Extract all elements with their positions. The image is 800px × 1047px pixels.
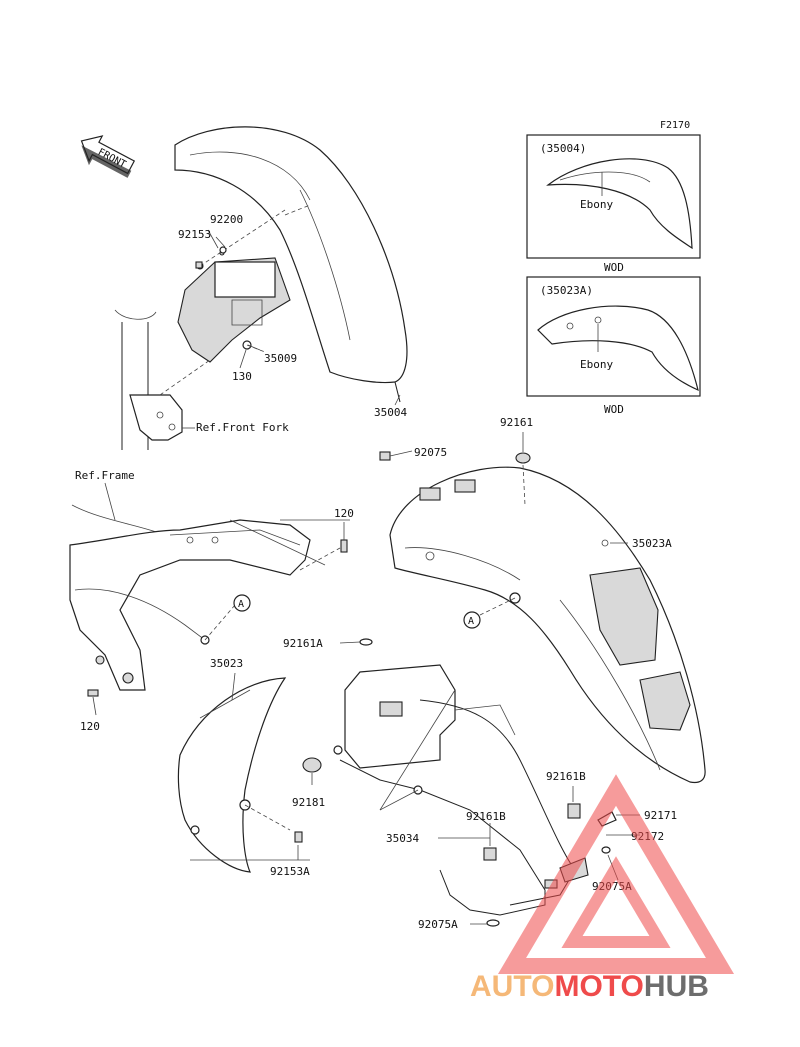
pad-92161B-left — [483, 847, 497, 861]
callout-92200: 92200 — [210, 213, 243, 226]
callout-92161: 92161 — [500, 416, 533, 429]
reference-a-left: A — [233, 594, 251, 612]
variant-footer: WOD — [604, 403, 624, 416]
variant-part-number: (35004) — [540, 142, 586, 155]
callout-92161B-left: 92161B — [466, 810, 506, 823]
callout-92153A: 92153A — [270, 865, 310, 878]
rear-fender-inner — [177, 677, 310, 873]
variant-color-label: Ebony — [580, 198, 613, 211]
front-fender-variant-shape — [546, 158, 693, 250]
callout-ref-front-fork: Ref.Front Fork — [196, 421, 289, 434]
callout-92171: 92171 — [644, 809, 677, 822]
callout-120-top: 120 — [334, 507, 354, 520]
warning-triangle-icon — [497, 774, 735, 974]
callout-92075A-bottom: 92075A — [418, 918, 458, 931]
reference-a-right: A — [463, 611, 481, 629]
front-fork-reference — [114, 309, 211, 450]
bolt-92153 — [195, 261, 203, 269]
cap-92161 — [515, 452, 531, 464]
callout-ref-frame: Ref.Frame — [75, 469, 135, 482]
callout-92153: 92153 — [178, 228, 211, 241]
bolt-120-bottom — [87, 689, 99, 697]
rear-fender-stay — [333, 664, 589, 916]
front-fender — [174, 126, 408, 403]
svg-text:A: A — [238, 599, 244, 610]
variant-color-label: Ebony — [580, 358, 613, 371]
callout-35004: 35004 — [374, 406, 407, 419]
watermark-text: AUTOMOTOHUB — [470, 970, 709, 1003]
variant-footer: WOD — [604, 261, 624, 274]
bolt-120-top — [340, 539, 348, 553]
callout-92161A: 92161A — [283, 637, 323, 650]
frame-reference — [69, 504, 350, 691]
callout-92075: 92075 — [414, 446, 447, 459]
cap-92161A — [359, 638, 373, 646]
front-arrow-icon: FRONT — [80, 135, 136, 178]
svg-text:A: A — [468, 616, 474, 627]
pad-92161B-right — [567, 803, 581, 819]
callout-35023A: 35023A — [632, 537, 672, 550]
variant-part-number: (35023A) — [540, 284, 593, 297]
watermark-logo: AUTOMOTOHUB — [470, 774, 735, 1003]
variant-box-35023A: (35023A) Ebony WOD — [526, 276, 701, 416]
callout-92161B-right: 92161B — [546, 770, 586, 783]
rear-fender — [389, 464, 706, 784]
hardware-parts — [87, 246, 617, 927]
figure-code: F2170 — [660, 120, 690, 131]
leader-lines — [92, 229, 640, 925]
callout-35023: 35023 — [210, 657, 243, 670]
plug-92075A-bottom — [486, 919, 500, 927]
plug-92075A — [601, 846, 611, 854]
callout-35009: 35009 — [264, 352, 297, 365]
bolt-92153A — [294, 831, 303, 843]
grommet-92181 — [302, 757, 322, 773]
callout-92181: 92181 — [292, 796, 325, 809]
variant-box-35004: (35004) Ebony WOD — [526, 134, 701, 274]
callout-120-bottom: 120 — [80, 720, 100, 733]
grommet-92075 — [379, 451, 391, 461]
fender-bracket — [177, 209, 291, 363]
callout-130: 130 — [232, 370, 252, 383]
rear-fender-variant-shape — [537, 305, 699, 392]
callout-35034: 35034 — [386, 832, 419, 845]
washer-92200 — [219, 246, 227, 254]
